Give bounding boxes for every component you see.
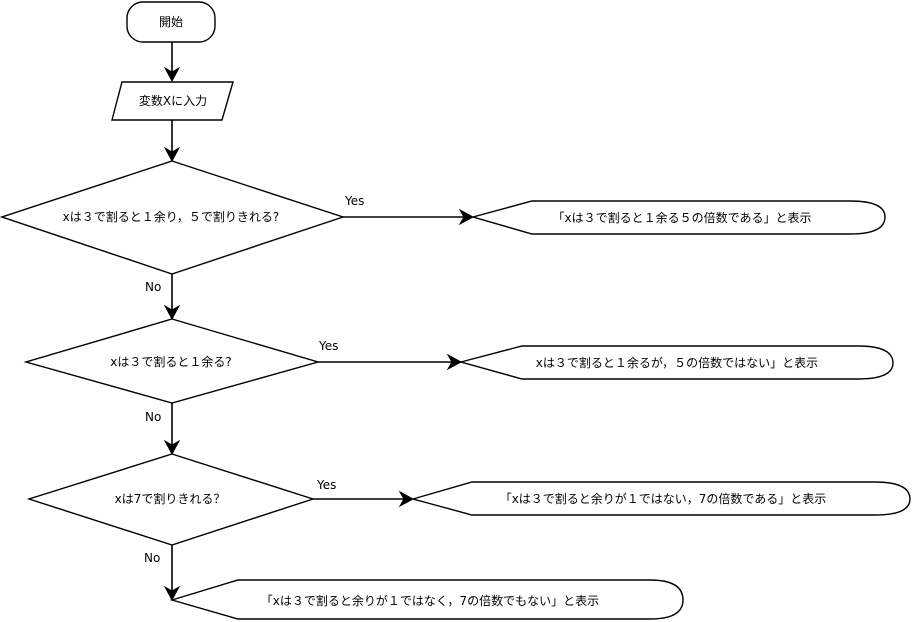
start-node-label: 開始 xyxy=(159,15,183,29)
edge-decision3-yes xyxy=(313,490,415,508)
input-node-label: 変数Xに入力 xyxy=(139,93,207,108)
output3-node: 「xは３で割ると余りが１ではない，7の倍数である」と表示 xyxy=(410,481,911,516)
edge-start-to-input xyxy=(163,42,181,83)
edge-decision2-no xyxy=(163,403,181,456)
decision1-yes-label: Yes xyxy=(344,194,364,208)
decision1-node: xは３で割ると１余り，５で割りきれる? xyxy=(0,160,346,275)
input-node: 変数Xに入力 xyxy=(111,81,234,121)
decision3-label: xは7で割りきれる？ xyxy=(115,491,226,506)
decision1-no-label: No xyxy=(145,280,161,294)
decision3-yes-label: Yes xyxy=(316,478,336,492)
decision2-yes-label: Yes xyxy=(318,339,338,353)
decision3-no-label: No xyxy=(144,551,160,565)
output4-label: 「xは３で割ると余りが１ではなく，7の倍数でもない」と表示 xyxy=(261,593,599,608)
decision2-label: xは３で割ると１余る? xyxy=(110,354,231,369)
output2-node: xは３で割ると１余るが，５の倍数ではない」と表示 xyxy=(458,345,894,380)
output3-label: 「xは３で割ると余りが１ではない，7の倍数である」と表示 xyxy=(500,491,827,506)
start-node: 開始 xyxy=(126,1,216,43)
edge-input-to-decision1 xyxy=(163,120,181,163)
edge-decision2-yes xyxy=(318,353,463,371)
output2-label: xは３で割ると１余るが，５の倍数ではない」と表示 xyxy=(536,355,818,370)
edge-decision1-no xyxy=(163,274,181,321)
output1-node: 「xは３で割ると１余る５の倍数である」と表示 xyxy=(470,200,886,235)
output1-label: 「xは３で割ると１余る５の倍数である」と表示 xyxy=(553,210,812,225)
edge-decision1-yes xyxy=(343,208,475,226)
decision2-no-label: No xyxy=(145,410,161,424)
decision3-node: xは7で割りきれる？ xyxy=(26,453,316,546)
decision2-node: xは３で割ると１余る? xyxy=(23,318,321,404)
decision1-label: xは３で割ると１余り，５で割りきれる? xyxy=(63,209,280,224)
output4-node: 「xは３で割ると余りが１ではなく，7の倍数でもない」と表示 xyxy=(169,579,684,620)
edge-decision3-no xyxy=(163,545,181,602)
